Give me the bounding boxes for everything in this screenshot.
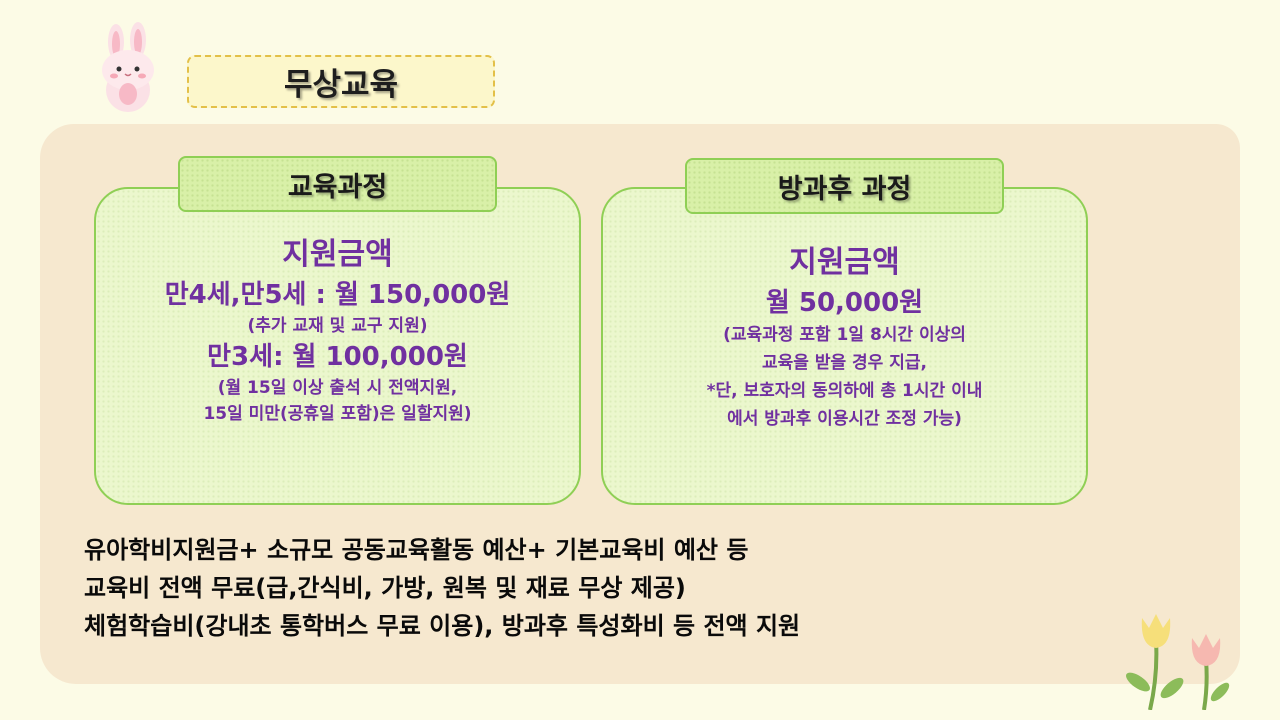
summary-line-2: 교육비 전액 무료(급,간식비, 가방, 원복 및 재료 무상 제공)	[84, 574, 686, 602]
education-course-card: 지원금액 만4세,만5세 : 월 150,000원 (추가 교재 및 교구 지원…	[94, 187, 581, 505]
tulip-flowers-icon	[1126, 614, 1230, 710]
education-course-header-label: 교육과정	[287, 171, 388, 203]
education-course-line-1: 만4세,만5세 : 월 150,000원	[164, 280, 511, 310]
after-school-line-4: *단, 보호자의 동의하에 총 1시간 이내	[706, 381, 983, 401]
after-school-heading: 지원금액	[789, 245, 900, 280]
after-school-line-1: 월 50,000원	[765, 288, 924, 318]
after-school-header-label: 방과후 과정	[777, 173, 912, 205]
after-school-body: 지원금액 월 50,000원 (교육과정 포함 1일 8시간 이상의 교육을 받…	[603, 241, 1086, 433]
page-title: 무상교육	[283, 67, 399, 103]
summary-line-1: 유아학비지원금+ 소규모 공동교육활동 예산+ 기본교육비 예산 등	[84, 536, 749, 564]
after-school-line-3: 교육을 받을 경우 지급,	[762, 353, 927, 373]
education-course-line-4: (월 15일 이상 출석 시 전액지원,	[217, 378, 458, 398]
title-box: 무상교육	[187, 55, 495, 108]
summary-line-3: 체험학습비(강내초 통학버스 무료 이용), 방과후 특성화비 등 전액 지원	[84, 612, 801, 640]
bunny-icon	[102, 22, 154, 112]
after-school-card: 지원금액 월 50,000원 (교육과정 포함 1일 8시간 이상의 교육을 받…	[601, 187, 1088, 505]
after-school-line-2: (교육과정 포함 1일 8시간 이상의	[723, 325, 966, 345]
education-course-body: 지원금액 만4세,만5세 : 월 150,000원 (추가 교재 및 교구 지원…	[96, 233, 579, 427]
education-course-heading: 지원금액	[282, 237, 393, 272]
education-course-line-2: (추가 교재 및 교구 지원)	[247, 316, 428, 336]
education-course-header: 교육과정	[178, 156, 497, 212]
summary-text: 유아학비지원금+ 소규모 공동교육활동 예산+ 기본교육비 예산 등 교육비 전…	[84, 531, 1224, 645]
after-school-header: 방과후 과정	[685, 158, 1004, 214]
education-course-line-3: 만3세: 월 100,000원	[207, 342, 468, 372]
after-school-line-5: 에서 방과후 이용시간 조정 가능)	[727, 409, 962, 429]
education-course-line-5: 15일 미만(공휴일 포함)은 일할지원)	[203, 404, 472, 424]
